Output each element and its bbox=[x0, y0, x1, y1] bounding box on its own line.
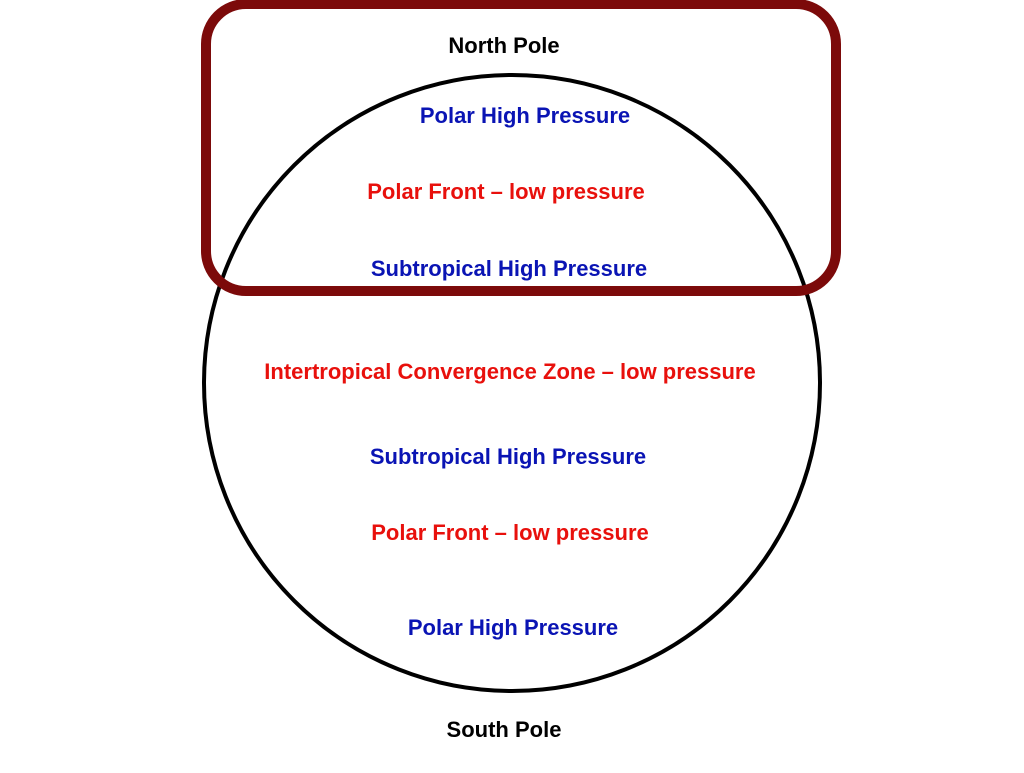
zone-label-polar-front-north: Polar Front – low pressure bbox=[367, 179, 645, 204]
zone-label-polar-high-north: Polar High Pressure bbox=[419, 103, 631, 128]
north-pole-label: North Pole bbox=[448, 33, 560, 58]
zone-label-polar-front-south: Polar Front – low pressure bbox=[371, 520, 649, 545]
zone-label-polar-high-south: Polar High Pressure bbox=[407, 615, 619, 640]
earth-circle bbox=[202, 73, 822, 693]
zone-label-itcz: Intertropical Convergence Zone – low pre… bbox=[264, 359, 756, 384]
zone-label-subtropical-high-south: Subtropical High Pressure bbox=[369, 444, 647, 469]
northern-hemisphere-highlight-box bbox=[201, 0, 841, 296]
south-pole-label: South Pole bbox=[446, 717, 562, 742]
zone-label-subtropical-high-north: Subtropical High Pressure bbox=[370, 256, 648, 281]
